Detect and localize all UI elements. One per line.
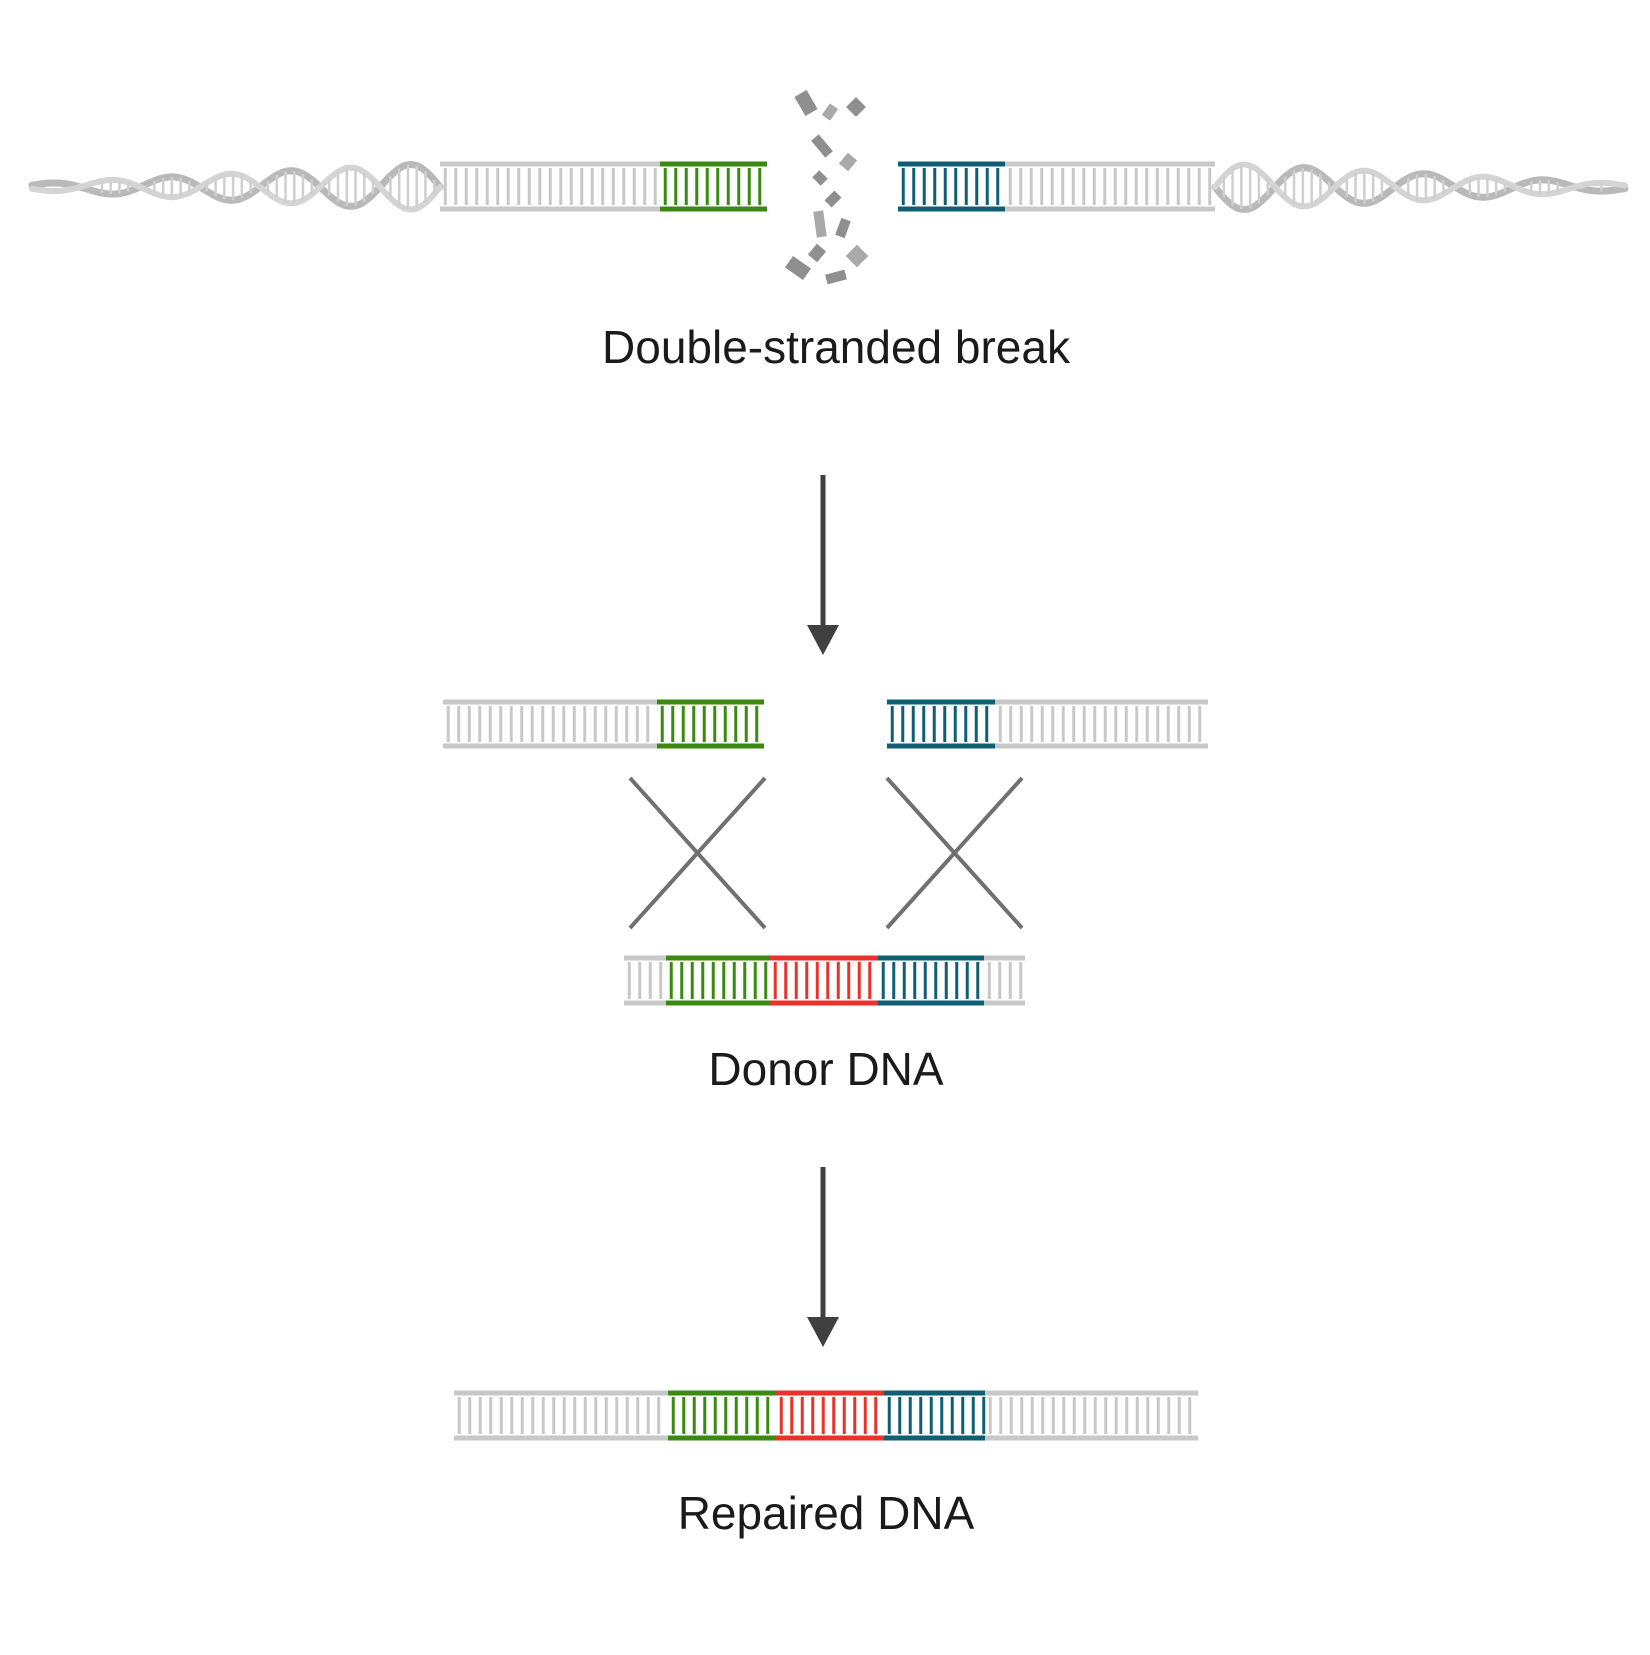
right-helix-strand bbox=[1211, 161, 1629, 214]
dna-fragment bbox=[821, 103, 839, 121]
helix-rungs bbox=[100, 164, 436, 210]
dna-fragment bbox=[811, 134, 833, 158]
resected-right-end bbox=[887, 699, 1208, 749]
donor-dna bbox=[624, 955, 1025, 1006]
dna-segment-right bbox=[887, 699, 995, 749]
dna-fragment bbox=[824, 190, 842, 208]
dna-fragments bbox=[784, 89, 869, 285]
broken-dna-left-end bbox=[440, 161, 767, 212]
dna-segment-right bbox=[898, 161, 1005, 212]
helix-strand-b bbox=[1212, 161, 1628, 210]
dna-fragment bbox=[838, 152, 858, 172]
dna-segment-backbone bbox=[454, 1390, 668, 1441]
dna-segment-right bbox=[884, 1390, 986, 1441]
repaired-label: Repaired DNA bbox=[677, 1487, 975, 1539]
helix-rungs bbox=[1222, 164, 1603, 210]
dna-segment-left bbox=[660, 161, 767, 212]
dna-segment-backbone bbox=[440, 161, 660, 212]
dna-segment-left bbox=[657, 699, 764, 749]
dna-segment-right bbox=[878, 955, 984, 1006]
arrow-down-2 bbox=[807, 1167, 839, 1347]
dna-segment-insert bbox=[770, 955, 878, 1006]
dna-fragment bbox=[807, 243, 827, 263]
crossover-right bbox=[885, 776, 1024, 930]
broken-dna-right-end bbox=[898, 161, 1215, 212]
helix-strand-a bbox=[1211, 164, 1629, 214]
dna-segment-backbone bbox=[984, 955, 1025, 1006]
dna-fragment bbox=[794, 89, 818, 117]
dna-segment-backbone bbox=[1005, 161, 1215, 212]
donor-label: Donor DNA bbox=[708, 1043, 944, 1095]
dna-fragment bbox=[825, 269, 847, 285]
left-helix-strand bbox=[28, 160, 444, 213]
dna-segment-backbone bbox=[995, 699, 1208, 749]
dna-segment-insert bbox=[776, 1390, 884, 1441]
repaired-dna bbox=[454, 1390, 1198, 1441]
helix-strand-b bbox=[29, 164, 443, 213]
arrow-down-1 bbox=[807, 475, 839, 655]
break-label: Double-stranded break bbox=[602, 321, 1070, 373]
crossover-left bbox=[628, 776, 767, 930]
dna-segment-left bbox=[666, 955, 770, 1006]
dna-fragment bbox=[845, 244, 869, 268]
resected-left-end bbox=[443, 699, 764, 749]
dna-fragment bbox=[812, 170, 828, 186]
helix-strand-a bbox=[28, 160, 444, 210]
dna-segment-backbone bbox=[443, 699, 657, 749]
dna-fragment bbox=[846, 97, 866, 117]
dna-segment-backbone bbox=[985, 1390, 1198, 1441]
dna-segment-backbone bbox=[624, 955, 666, 1006]
dna-segment-left bbox=[668, 1390, 776, 1441]
dna-fragment bbox=[784, 255, 812, 281]
dna-fragment bbox=[835, 217, 851, 239]
dna-fragment bbox=[813, 210, 827, 238]
